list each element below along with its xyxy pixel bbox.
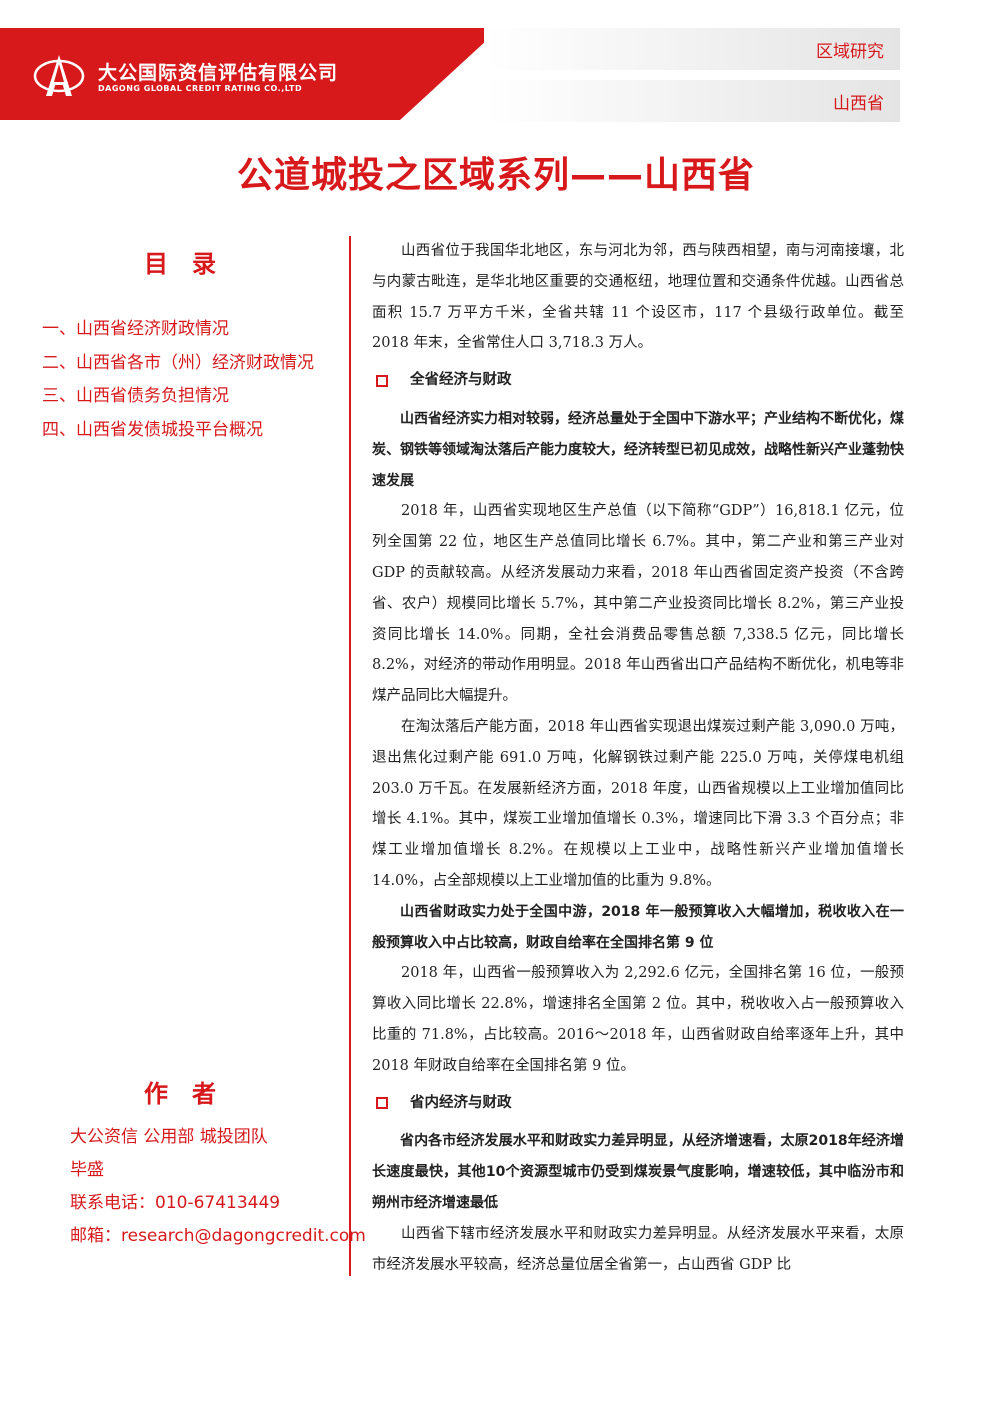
author-team: 大公资信 公用部 城投团队 xyxy=(70,1127,268,1147)
key-finding-cities: 省内各市经济发展水平和财政实力差异明显，从经济增速看，太原2018年经济增长速度… xyxy=(372,1133,904,1211)
column-divider xyxy=(349,236,351,1276)
square-bullet-icon xyxy=(376,1096,388,1109)
author-heading: 作 者 xyxy=(144,1080,216,1108)
dagong-logo-icon xyxy=(33,55,85,96)
main-body: 山西省位于我国华北地区，东与河北为邻，西与陕西相望，南与河南接壤，北与内蒙古毗连… xyxy=(372,236,904,1280)
author-phone: 联系电话：010-67413449 xyxy=(70,1193,281,1213)
square-bullet-icon xyxy=(376,374,388,387)
body-paragraph: 2018 年，山西省实现地区生产总值（以下简称“GDP”）16,818.1 亿元… xyxy=(372,503,904,705)
author-name: 毕盛 xyxy=(70,1160,104,1180)
section-heading-text: 全省经济与财政 xyxy=(410,372,512,389)
company-name-en: DAGONG GLOBAL CREDIT RATING CO.,LTD xyxy=(98,84,303,93)
toc-item[interactable]: 一、山西省经济财政情况 xyxy=(42,319,229,339)
author-info: 大公资信 公用部 城投团队 毕盛 联系电话：010-67413449 邮箱：re… xyxy=(70,1122,366,1254)
toc-item[interactable]: 三、山西省债务负担情况 xyxy=(42,386,229,406)
author-email[interactable]: 邮箱：research@dagongcredit.com xyxy=(70,1226,366,1246)
toc-heading: 目 录 xyxy=(144,250,216,278)
section-heading-text: 省内经济与财政 xyxy=(410,1094,512,1111)
report-region-tag: 山西省 xyxy=(484,80,900,122)
body-paragraph: 2018 年，山西省一般预算收入为 2,292.6 亿元，全国排名第 16 位，… xyxy=(372,965,904,1074)
intro-paragraph: 山西省位于我国华北地区，东与河北为邻，西与陕西相望，南与河南接壤，北与内蒙古毗连… xyxy=(372,243,904,352)
toc-item[interactable]: 四、山西省发债城投平台概况 xyxy=(42,419,263,440)
section-heading-cities: 省内经济与财政 xyxy=(372,1088,904,1119)
body-paragraph: 在淘汰落后产能方面，2018 年山西省实现退出煤炭过剩产能 3,090.0 万吨… xyxy=(372,718,904,889)
body-paragraph: 山西省下辖市经济发展水平和财政实力差异明显。从经济发展水平来看，太原市经济发展水… xyxy=(372,1225,904,1273)
section-heading-province: 全省经济与财政 xyxy=(372,365,904,396)
page-title: 公道城投之区域系列——山西省 xyxy=(236,155,755,196)
key-finding-fiscal: 山西省财政实力处于全国中游，2018 年一般预算收入大幅增加，税收收入在一般预算… xyxy=(372,903,904,951)
company-name-cn: 大公国际资信评估有限公司 xyxy=(98,62,339,84)
table-of-contents: 一、山西省经济财政情况 二、山西省各市（州）经济财政情况 三、山西省债务负担情况… xyxy=(42,314,314,448)
report-category-tag: 区域研究 xyxy=(484,28,900,70)
key-finding-economy: 山西省经济实力相对较弱，经济总量处于全国中下游水平；产业结构不断优化，煤炭、钢铁… xyxy=(372,410,904,489)
toc-item[interactable]: 二、山西省各市（州）经济财政情况 xyxy=(42,352,314,373)
